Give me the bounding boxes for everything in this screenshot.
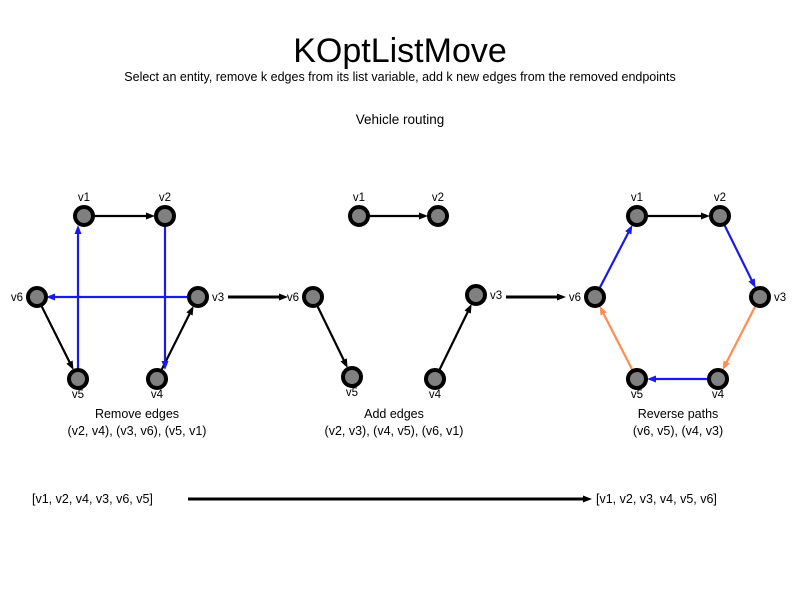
panel-reverse-node-label-v4: v4 xyxy=(712,389,725,401)
list-after: [v1, v2, v3, v4, v5, v6] xyxy=(596,492,717,506)
panel-add-node-label-v6: v6 xyxy=(287,292,299,304)
panel-add-node-v3[interactable] xyxy=(465,284,487,306)
panel-reverse-node-v3[interactable] xyxy=(749,286,771,308)
panel-reverse-edge-v3-v4-head xyxy=(722,360,730,371)
panel-add-node-label-v3: v3 xyxy=(490,290,502,302)
panel-reverse-edge-v5-v6-shaft xyxy=(601,312,634,371)
panel-reverse-node-label-v1: v1 xyxy=(631,192,643,204)
page-title: KOptListMove xyxy=(293,32,507,70)
flow-arrows xyxy=(228,293,566,301)
panel-reverse-node-label-v6: v6 xyxy=(569,292,581,304)
panel-add-edge-v6-v5-shaft xyxy=(316,305,346,362)
panel-reverse-edge-v5-v6-head xyxy=(599,305,607,316)
panel-add-node-v4[interactable] xyxy=(424,368,446,390)
panel-reverse-node-label-v3: v3 xyxy=(774,292,786,304)
panel-add-node-label-v5: v5 xyxy=(346,387,358,399)
panel-add-node-v1[interactable] xyxy=(348,205,370,227)
list-transition: [v1, v2, v4, v3, v6, v5] [v1, v2, v3, v4… xyxy=(32,492,717,506)
panel-reverse-caption-title: Reverse paths xyxy=(638,407,719,421)
panel-reverse-edge-v2-v3-head xyxy=(748,278,756,289)
panel-remove-node-v1[interactable] xyxy=(73,205,95,227)
panel-reverse-node-v6[interactable] xyxy=(584,286,606,308)
panel-reverse-node-v4[interactable] xyxy=(707,368,729,390)
panel-add-node-label-v4: v4 xyxy=(429,389,442,401)
panel-remove-node-v2[interactable] xyxy=(154,205,176,227)
panel-remove-node-v3[interactable] xyxy=(187,286,209,308)
panel-remove-edge-v6-v5-shaft xyxy=(40,305,72,364)
panel-add-node-v6[interactable] xyxy=(302,286,324,308)
flow-1 xyxy=(228,293,288,301)
flow-2-head xyxy=(557,293,566,301)
panel-add-caption-title: Add edges xyxy=(364,407,424,421)
section-label: Vehicle routing xyxy=(356,112,445,127)
panel-remove-node-label-v6: v6 xyxy=(11,292,23,304)
list-before: [v1, v2, v4, v3, v6, v5] xyxy=(32,492,153,506)
flow-2 xyxy=(506,293,566,301)
panel-remove-caption-detail: (v2, v4), (v3, v6), (v5, v1) xyxy=(68,424,207,438)
panel-remove-edge-v3-v6-head xyxy=(46,293,55,301)
page-subtitle: Select an entity, remove k edges from it… xyxy=(124,70,675,84)
panel-reverse-nodes: v1 v2 v3 v4 v5 v6 xyxy=(569,192,786,401)
panel-add-edge-v6-v5-head xyxy=(340,358,348,369)
panel-add-edge-v4-v3-shaft xyxy=(438,310,470,371)
panel-add-nodes: v1 v2 v3 v4 v5 v6 xyxy=(287,192,502,401)
panel-reverse-edges xyxy=(598,212,757,383)
panel-remove-nodes: v1 v2 v3 v4 v5 v6 xyxy=(11,192,224,401)
panel-remove-node-label-v5: v5 xyxy=(72,389,84,401)
panel-add-caption-detail: (v2, v3), (v4, v5), (v6, v1) xyxy=(325,424,464,438)
panel-remove-edge-v6-v5-head xyxy=(66,360,74,371)
panel-reverse-node-v2[interactable] xyxy=(709,205,731,227)
panel-reverse-edge-v6-v1-head xyxy=(625,224,633,235)
panel-remove-edge-v2-v4-head xyxy=(161,361,169,370)
panel-reverse-edge-v1-v2-head xyxy=(701,212,710,220)
panel-reverse-node-v1[interactable] xyxy=(626,205,648,227)
panel-remove-edge-v1-v2-head xyxy=(146,212,155,220)
panel-add-node-label-v1: v1 xyxy=(353,192,365,204)
panel-add-node-label-v2: v2 xyxy=(432,192,444,204)
list-transition-arrow-head xyxy=(583,495,592,503)
panel-reverse-edge-v6-v1-shaft xyxy=(598,231,630,289)
panel-reverse-node-label-v5: v5 xyxy=(631,389,643,401)
flow-1-head xyxy=(279,293,288,301)
panel-remove-node-label-v1: v1 xyxy=(78,192,90,204)
panel-remove-edges xyxy=(40,212,194,371)
panel-reverse-edge-v2-v3-shaft xyxy=(723,224,754,282)
panel-reverse-edge-v3-v4-shaft xyxy=(724,305,757,364)
panel-remove-node-v6[interactable] xyxy=(26,286,48,308)
panel-reverse-caption-detail: (v6, v5), (v4, v3) xyxy=(633,424,723,438)
panel-reverse-edge-v4-v5-head xyxy=(647,375,656,383)
panel-remove-node-label-v2: v2 xyxy=(159,192,171,204)
panel-remove-edge-v5-v1-head xyxy=(74,225,82,234)
panel-add-node-v2[interactable] xyxy=(427,205,449,227)
panel-remove-node-label-v3: v3 xyxy=(212,292,224,304)
panel-reverse-node-label-v2: v2 xyxy=(714,192,726,204)
panel-remove-caption-title: Remove edges xyxy=(95,407,179,421)
panel-add-node-v5[interactable] xyxy=(341,366,363,388)
panel-remove-node-v5[interactable] xyxy=(67,368,89,390)
panel-remove-edge-v4-v3-head xyxy=(186,305,194,316)
panel-remove-node-v4[interactable] xyxy=(146,368,168,390)
panel-remove-edge-v4-v3-shaft xyxy=(160,312,192,371)
panel-add-edges xyxy=(316,212,472,371)
panel-reverse-node-v5[interactable] xyxy=(626,368,648,390)
panel-add-edge-v4-v3-head xyxy=(464,303,472,314)
panel-remove-node-label-v4: v4 xyxy=(151,389,164,401)
panel-add-edge-v1-v2-head xyxy=(419,212,428,220)
